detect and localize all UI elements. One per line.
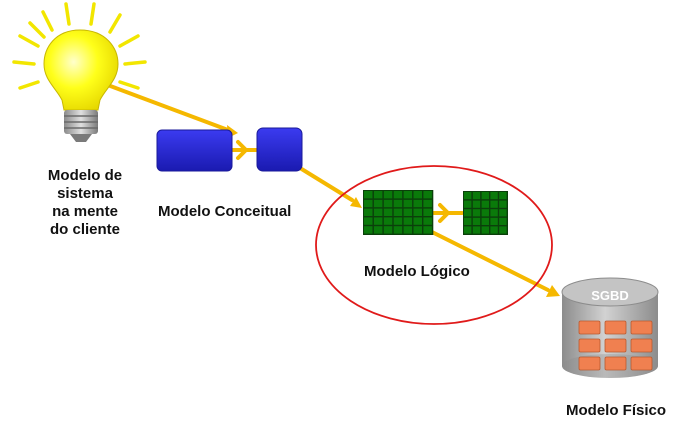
grid-cell: [373, 217, 383, 225]
grid-cell: [364, 208, 373, 216]
grid-cell: [364, 191, 373, 199]
db-cell: [578, 356, 601, 371]
logical-grid-large: [363, 190, 434, 235]
grid-cell: [413, 217, 422, 225]
grid-cell: [499, 226, 507, 234]
grid-cell: [423, 208, 432, 216]
db-cell: [630, 356, 653, 371]
grid-cell: [403, 217, 413, 225]
grid-cell: [481, 200, 489, 208]
grid-cell: [490, 192, 498, 200]
grid-cell: [393, 191, 403, 199]
grid-cell: [403, 208, 413, 216]
grid-cell: [364, 226, 373, 234]
grid-cell: [423, 191, 432, 199]
db-cell: [604, 320, 627, 335]
grid-cell: [423, 226, 432, 234]
grid-cell: [403, 199, 413, 208]
grid-cell: [490, 200, 498, 208]
client-model-line-3: na mente: [52, 203, 118, 220]
grid-cell: [499, 217, 507, 225]
db-cell: [578, 320, 601, 335]
conceptual-model-label: Modelo Conceitual: [158, 203, 292, 220]
grid-cell: [413, 191, 422, 199]
db-cell: [630, 320, 653, 335]
grid-cell: [413, 199, 422, 208]
grid-cell: [393, 226, 403, 234]
grid-cell: [490, 226, 498, 234]
grid-cell: [472, 209, 481, 217]
grid-cell: [403, 226, 413, 234]
grid-cell: [472, 192, 481, 200]
conceptual-box-small: [256, 127, 303, 172]
flow-arrows: [103, 82, 560, 297]
grid-cell: [364, 217, 373, 225]
logical-grid-small: [463, 191, 508, 235]
grid-cell: [373, 226, 383, 234]
grid-cell: [393, 208, 403, 216]
grid-cell: [373, 208, 383, 216]
client-model-line-2: sistema: [57, 185, 113, 202]
grid-cell: [464, 209, 472, 217]
grid-cell: [383, 191, 393, 199]
grid-cell: [499, 209, 507, 217]
grid-cell: [383, 217, 393, 225]
grid-cell: [364, 199, 373, 208]
grid-cell: [464, 217, 472, 225]
client-model-line-4: do cliente: [49, 221, 120, 238]
grid-cell: [383, 199, 393, 208]
grid-cell: [472, 200, 481, 208]
grid-cell: [464, 192, 472, 200]
grid-cell: [464, 200, 472, 208]
client-model-line-1: Modelo de: [47, 167, 123, 184]
grid-cell: [413, 208, 422, 216]
grid-cell: [373, 191, 383, 199]
grid-cell: [383, 226, 393, 234]
grid-cell: [464, 226, 472, 234]
conceptual-box-large: [156, 129, 233, 172]
db-cell: [630, 338, 653, 353]
db-cell: [604, 338, 627, 353]
grid-cell: [393, 217, 403, 225]
db-cell: [604, 356, 627, 371]
grid-cell: [481, 217, 489, 225]
db-cell: [578, 338, 601, 353]
grid-cell: [413, 226, 422, 234]
database-icon: [561, 277, 659, 378]
grid-cell: [373, 199, 383, 208]
logical-model-highlight: [315, 165, 553, 325]
grid-cell: [481, 209, 489, 217]
grid-cell: [499, 192, 507, 200]
database-table-cells: [578, 320, 653, 371]
grid-cell: [490, 217, 498, 225]
grid-cell: [490, 209, 498, 217]
grid-cell: [403, 191, 413, 199]
grid-cell: [393, 199, 403, 208]
light-rays: [12, 2, 147, 90]
grid-cell: [472, 217, 481, 225]
client-model-label: Modelo de sistema na mente do cliente: [30, 167, 140, 239]
lightbulb-icon: [43, 29, 119, 142]
physical-model-label: Modelo Físico: [566, 402, 667, 419]
grid-cell: [472, 226, 481, 234]
sgbd-label: SGBD: [591, 288, 629, 303]
grid-cell: [481, 192, 489, 200]
grid-cell: [423, 199, 432, 208]
grid-cell: [423, 217, 432, 225]
logical-model-label: Modelo Lógico: [364, 263, 470, 280]
grid-cell: [383, 208, 393, 216]
grid-cell: [499, 200, 507, 208]
grid-cell: [481, 226, 489, 234]
